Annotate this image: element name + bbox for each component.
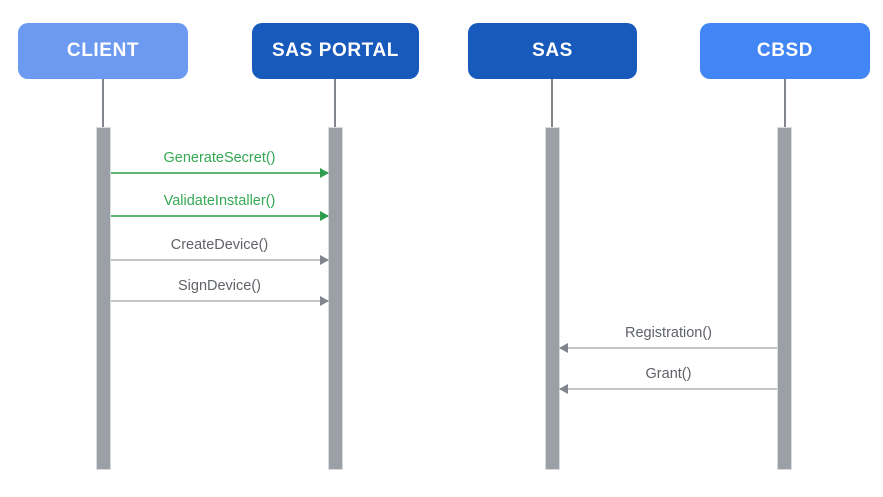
actor-label-sas-portal: SAS PORTAL xyxy=(271,40,400,61)
arrow-right-icon xyxy=(111,296,329,306)
actor-box-sas: SAS xyxy=(468,23,637,79)
arrow-right-icon xyxy=(111,168,329,178)
arrowhead-right-icon xyxy=(320,168,329,178)
arrow-left-icon xyxy=(559,343,777,353)
message-label: CreateDevice() xyxy=(170,237,269,253)
activation-bar-sas xyxy=(545,127,560,470)
actor-box-client: CLIENT xyxy=(18,23,188,79)
actor-label-cbsd: CBSD xyxy=(756,40,814,61)
lifeline-cbsd xyxy=(784,79,786,127)
message-grant: Grant() xyxy=(559,364,777,394)
actor-label-client: CLIENT xyxy=(66,40,140,61)
message-validate-installer: ValidateInstaller() xyxy=(111,191,329,221)
activation-bar-cbsd xyxy=(777,127,792,470)
activation-bar-client xyxy=(96,127,111,470)
lifeline-sas-portal xyxy=(334,79,336,127)
actor-box-sas-portal: SAS PORTAL xyxy=(252,23,419,79)
message-label: Registration() xyxy=(624,325,713,341)
actor-label-sas: SAS xyxy=(532,40,573,61)
message-sign-device: SignDevice() xyxy=(111,276,329,306)
message-create-device: CreateDevice() xyxy=(111,235,329,265)
activation-bar-sas-portal xyxy=(328,127,343,470)
arrow-left-icon xyxy=(559,384,777,394)
actor-box-cbsd: CBSD xyxy=(700,23,870,79)
message-label: ValidateInstaller() xyxy=(163,193,276,209)
arrowhead-right-icon xyxy=(320,255,329,265)
arrowhead-left-icon xyxy=(559,343,568,353)
arrowhead-right-icon xyxy=(320,211,329,221)
message-label: SignDevice() xyxy=(178,278,261,294)
arrowhead-right-icon xyxy=(320,296,329,306)
message-registration: Registration() xyxy=(559,323,777,353)
message-generate-secret: GenerateSecret() xyxy=(111,148,329,178)
message-label: Grant() xyxy=(645,366,692,382)
lifeline-client xyxy=(102,79,104,127)
arrow-right-icon xyxy=(111,255,329,265)
arrow-right-icon xyxy=(111,211,329,221)
lifeline-sas xyxy=(551,79,553,127)
message-label: GenerateSecret() xyxy=(163,150,276,166)
arrowhead-left-icon xyxy=(559,384,568,394)
